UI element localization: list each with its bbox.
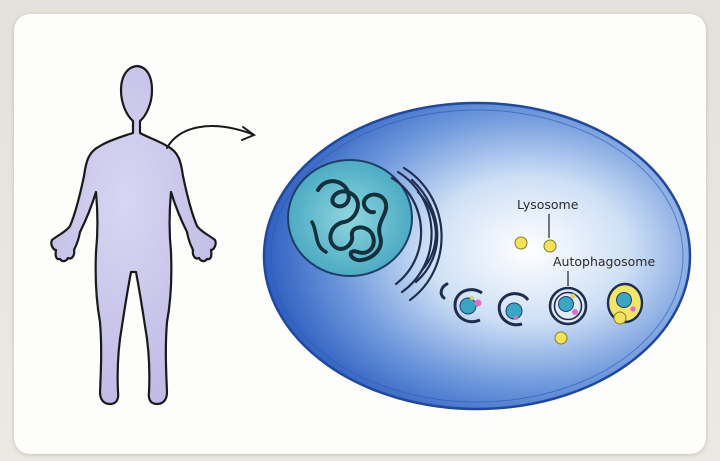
human-silhouette-icon — [51, 66, 215, 404]
autophagosome — [550, 288, 586, 324]
autophagosome-label: Autophagosome — [553, 254, 655, 269]
autolysosome — [608, 284, 642, 324]
curved-arrow-icon — [167, 126, 254, 148]
lysosome-label: Lysosome — [517, 197, 579, 212]
nucleus — [288, 160, 412, 276]
